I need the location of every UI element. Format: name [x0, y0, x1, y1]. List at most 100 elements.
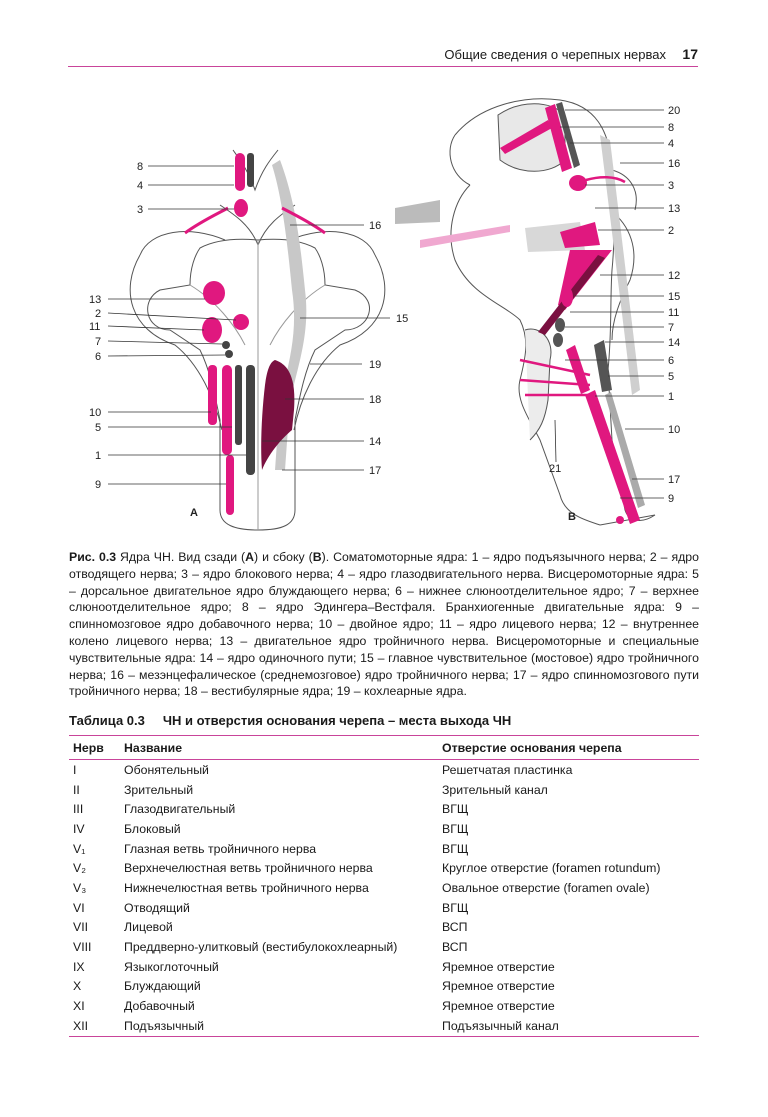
caption-a: A: [245, 550, 254, 564]
nerve-number-cell: XI: [69, 996, 120, 1016]
column-header: Название: [120, 736, 438, 760]
fig-label: 1: [668, 391, 674, 403]
nerve-name-cell: Отводящий: [120, 898, 438, 918]
caption-lead: Ядра ЧН. Вид сзади (: [116, 550, 245, 564]
nerve-name-cell: Преддверно-улитковый (вестибулокохлеарны…: [120, 937, 438, 957]
caption-body: Соматомоторные ядра: 1 – ядро подъязычно…: [69, 550, 699, 698]
fig-label: 6: [668, 355, 674, 367]
nerve-name-cell: Подъязычный: [120, 1016, 438, 1036]
nerve-number-cell: VIII: [69, 937, 120, 957]
nerve-name-cell: Языкоглоточный: [120, 957, 438, 977]
fig-label: 4: [137, 180, 143, 192]
foramen-cell: ВСП: [438, 918, 699, 938]
nerve-number-cell: V₃: [69, 878, 120, 898]
fig-label: 16: [668, 158, 680, 170]
fig-label: 3: [137, 204, 143, 216]
fig-label: 20: [668, 105, 680, 117]
fig-label: 10: [668, 424, 680, 436]
table-row: VIОтводящийВГЩ: [69, 898, 699, 918]
fig-label: 6: [95, 351, 101, 363]
nerve-name-cell: Зрительный: [120, 780, 438, 800]
figure-number: Рис. 0.3: [69, 550, 116, 564]
column-header: Нерв: [69, 736, 120, 760]
nerve-number-cell: I: [69, 760, 120, 780]
foramen-cell: ВГЩ: [438, 839, 699, 859]
foramen-cell: Круглое отверстие (foramen rotundum): [438, 858, 699, 878]
nerve-name-cell: Верхнечелюстная ветвь тройничного нерва: [120, 858, 438, 878]
fig-label: 17: [668, 474, 680, 486]
nerve-number-cell: V₂: [69, 858, 120, 878]
nerve-number-cell: VI: [69, 898, 120, 918]
fig-label: 10: [89, 407, 101, 419]
nerve-number-cell: XII: [69, 1016, 120, 1036]
fig-label: 19: [369, 359, 381, 371]
nerve-name-cell: Глазная ветвь тройничного нерва: [120, 839, 438, 859]
foramen-cell: Яремное отверстие: [438, 977, 699, 997]
nerve-number-cell: V₁: [69, 839, 120, 859]
page-header: Общие сведения о черепных нервах 17: [68, 44, 698, 67]
foramen-cell: Подъязычный канал: [438, 1016, 699, 1036]
figure-caption: Рис. 0.3 Ядра ЧН. Вид сзади (A) и сбоку …: [69, 549, 699, 700]
fig-label: 5: [95, 422, 101, 434]
fig-label: 17: [369, 465, 381, 477]
fig-label: 5: [668, 371, 674, 383]
fig-label: 15: [668, 291, 680, 303]
fig-label: 4: [668, 138, 674, 150]
page-number: 17: [682, 46, 698, 62]
fig-label: 9: [95, 479, 101, 491]
caption-mid: ) и сбоку (: [254, 550, 313, 564]
fig-label: 11: [89, 321, 100, 333]
fig-label: 18: [369, 394, 381, 406]
nerve-name-cell: Блоковый: [120, 819, 438, 839]
caption-b: B: [313, 550, 322, 564]
fig-label: 8: [137, 161, 143, 173]
foramen-cell: ВСП: [438, 937, 699, 957]
foramen-cell: Яремное отверстие: [438, 996, 699, 1016]
fig-label: 3: [668, 180, 674, 192]
fig-label: 13: [668, 203, 680, 215]
panel-a-nuclei: [185, 153, 325, 515]
caption-close: ).: [322, 550, 333, 564]
fig-label: 1: [95, 450, 101, 462]
nerve-name-cell: Обонятельный: [120, 760, 438, 780]
nerve-number-cell: IX: [69, 957, 120, 977]
column-header: Отверстие основания черепа: [438, 736, 699, 760]
nerve-name-cell: Добавочный: [120, 996, 438, 1016]
foramen-cell: Овальное отверстие (foramen ovale): [438, 878, 699, 898]
running-title: Общие сведения о черепных нервах: [444, 47, 666, 62]
fig-label: 9: [668, 493, 674, 505]
nerve-number-cell: II: [69, 780, 120, 800]
panel-a-drawing: [130, 150, 385, 530]
foramen-cell: Яремное отверстие: [438, 957, 699, 977]
fig-label: 13: [89, 294, 101, 306]
table-title: Таблица 0.3 ЧН и отверстия основания чер…: [69, 713, 511, 728]
fig-label: 8: [668, 122, 674, 134]
nerve-number-cell: III: [69, 799, 120, 819]
nerves-table: Нерв Название Отверстие основания черепа…: [69, 735, 699, 1037]
table-header-row: Нерв Название Отверстие основания черепа: [69, 736, 699, 760]
nerve-number-cell: IV: [69, 819, 120, 839]
fig-label: 16: [369, 220, 381, 232]
nerve-name-cell: Нижнечелюстная ветвь тройничного нерва: [120, 878, 438, 898]
fig-label: 21: [549, 463, 561, 475]
fig-label: 2: [95, 308, 101, 320]
fig-label: 11: [668, 307, 679, 319]
fig-label: 7: [95, 336, 101, 348]
panel-a-letter: A: [190, 507, 198, 519]
foramen-cell: Зрительный канал: [438, 780, 699, 800]
fig-label: 15: [396, 313, 408, 325]
nerve-number-cell: X: [69, 977, 120, 997]
fig-label: 14: [668, 337, 680, 349]
